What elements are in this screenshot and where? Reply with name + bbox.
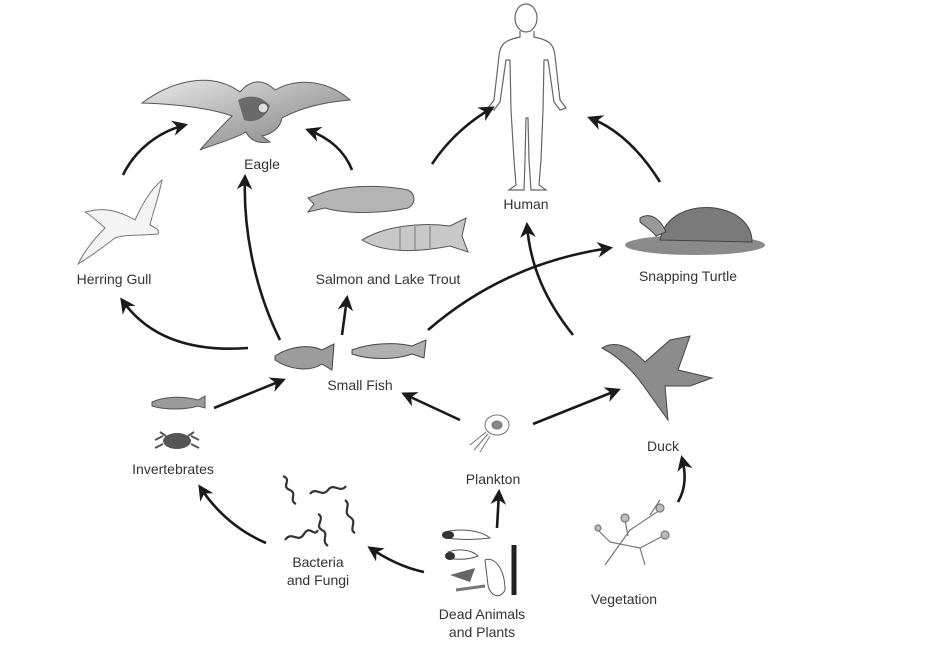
arrow-dead-matter-to-plankton	[490, 488, 507, 529]
node-label-bacteria-fungi: Bacteria and Fungi	[287, 553, 349, 589]
label-line: Bacteria	[292, 554, 344, 570]
node-label-human: Human	[503, 196, 549, 212]
node-label-herring-gull: Herring Gull	[76, 271, 152, 287]
invertebrates-icon	[151, 395, 206, 449]
human-icon	[487, 3, 567, 191]
bacteria-icon	[282, 474, 356, 547]
node-label-snapping-turtle: Snapping Turtle	[638, 268, 738, 284]
node-label-dead-matter: Dead Animals and Plants	[439, 605, 525, 641]
node-label-invertebrates: Invertebrates	[132, 461, 214, 477]
feeding-arrows	[120, 106, 693, 574]
gull-icon	[76, 178, 163, 266]
arrow-plankton-to-duck	[532, 387, 621, 426]
eagle-icon	[140, 79, 352, 151]
arrow-invertebrates-to-small-fish	[213, 377, 286, 410]
dead-matter-icon	[442, 529, 517, 597]
node-label-eagle: Eagle	[244, 156, 280, 172]
salmon-trout-icon	[306, 185, 469, 253]
arrow-snapping-turtle-to-human	[587, 115, 662, 183]
arrow-dead-matter-to-bacteria-fungi	[367, 546, 425, 574]
node-label-vegetation: Vegetation	[590, 591, 658, 607]
node-label-duck: Duck	[647, 438, 679, 454]
arrow-small-fish-to-snapping-turtle	[427, 242, 614, 331]
arrow-small-fish-to-eagle	[236, 173, 282, 341]
arrow-herring-gull-to-eagle	[121, 120, 189, 176]
arrow-salmon-trout-to-human	[430, 106, 495, 165]
label-line: Dead Animals	[438, 606, 526, 622]
node-label-plankton: Plankton	[465, 471, 521, 487]
duck-icon	[600, 335, 714, 422]
label-line: and Fungi	[286, 572, 350, 588]
turtle-icon	[625, 206, 765, 255]
small-fish-icon	[274, 339, 427, 371]
arrow-duck-to-human	[520, 221, 575, 336]
node-label-salmon-trout: Salmon and Lake Trout	[315, 271, 461, 287]
label-line: and Plants	[448, 624, 516, 640]
plankton-icon	[469, 414, 510, 453]
arrow-bacteria-fungi-to-invertebrates	[198, 484, 267, 545]
arrow-small-fish-to-salmon-trout	[337, 294, 354, 336]
arrow-vegetation-to-duck	[676, 454, 693, 503]
arrow-salmon-trout-to-eagle	[305, 126, 354, 171]
arrow-plankton-to-small-fish	[401, 392, 461, 422]
vegetation-icon	[594, 499, 670, 566]
node-label-small-fish: Small Fish	[327, 377, 393, 393]
arrow-small-fish-to-herring-gull	[120, 297, 249, 350]
